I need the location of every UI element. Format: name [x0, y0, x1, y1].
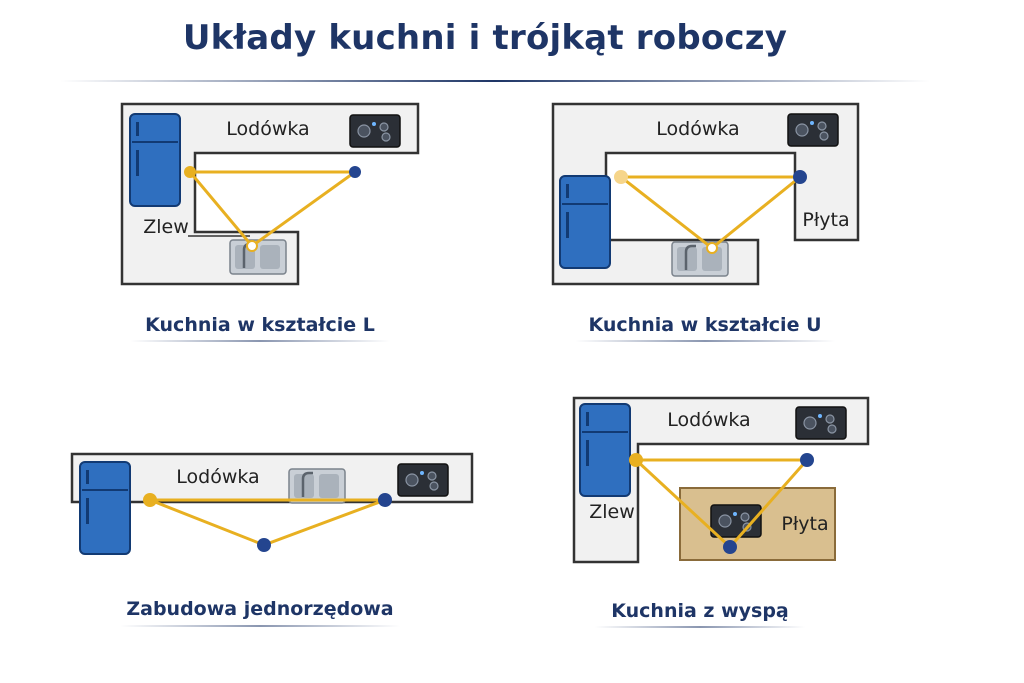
caption-divider [595, 626, 805, 628]
fridge-label: Lodówka [667, 409, 750, 431]
page-title: Układy kuchni i trójkąt roboczy [182, 18, 788, 58]
triangle-node [184, 166, 196, 178]
triangle-node [378, 493, 392, 507]
work-triangle [632, 458, 811, 550]
sink-icon [670, 240, 730, 278]
stove-icon [795, 406, 847, 440]
layout-single-wall: Lodówka [70, 452, 474, 555]
triangle-node [800, 453, 814, 467]
layout-u-shape: Lodówka Płyta [551, 102, 860, 286]
triangle-node [614, 170, 628, 184]
layout-l-shape: Lodówka Zlew [120, 102, 420, 286]
caption-single-wall: Zabudowa jednorzędowa [126, 598, 394, 620]
triangle-node [723, 540, 737, 554]
fridge-label: Lodówka [176, 466, 259, 488]
triangle-node [143, 493, 157, 507]
triangle-node [629, 453, 643, 467]
title-divider [60, 80, 930, 82]
sink-label: Zlew [589, 501, 635, 523]
caption-l-shape: Kuchnia w kształcie L [145, 314, 375, 336]
triangle-node [257, 538, 271, 552]
fridge-icon [79, 461, 131, 555]
triangle-node [706, 242, 718, 254]
triangle-node [246, 240, 258, 252]
caption-divider [120, 625, 400, 627]
sink-label: Zlew [143, 216, 189, 238]
fridge-label: Lodówka [656, 118, 739, 140]
work-triangle [149, 498, 386, 547]
triangle-node [349, 166, 361, 178]
triangle-node [793, 170, 807, 184]
caption-divider [130, 340, 390, 342]
fridge-label: Lodówka [226, 118, 309, 140]
sink-icon [228, 238, 288, 276]
stove-icon [397, 463, 449, 497]
stove-icon [787, 113, 839, 147]
work-triangle [186, 170, 360, 249]
caption-u-shape: Kuchnia w kształcie U [588, 314, 822, 336]
sink-icon [287, 467, 347, 505]
fridge-icon [129, 113, 181, 207]
layout-island: Lodówka Zlew Płyta [572, 396, 870, 564]
work-triangle [616, 175, 805, 250]
caption-divider [575, 340, 835, 342]
fridge-icon [579, 403, 631, 497]
fridge-icon [559, 175, 611, 269]
stove-label: Płyta [802, 209, 849, 231]
caption-island: Kuchnia z wyspą [611, 600, 789, 622]
stove-label: Płyta [781, 513, 828, 535]
stove-icon [349, 114, 401, 148]
